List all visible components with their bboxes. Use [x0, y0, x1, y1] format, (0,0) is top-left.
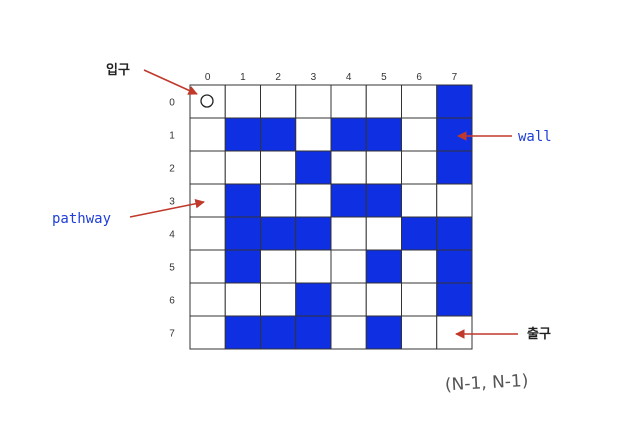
path-cell [295, 117, 332, 152]
wall-cell [260, 216, 297, 251]
path-cell [295, 249, 332, 284]
wall-cell [330, 183, 367, 218]
wall-cell [224, 216, 261, 251]
exit-coordinate-note: (N-1, N-1) [444, 371, 528, 395]
row-indices: 0 1 2 3 4 5 6 7 [169, 98, 175, 340]
path-cell [260, 150, 297, 185]
wall-cell [365, 117, 402, 152]
row-index-label: 7 [169, 329, 175, 340]
path-cell [330, 216, 367, 251]
column-index-label: 1 [240, 72, 246, 83]
exit-label: 출구 [527, 326, 551, 342]
path-cell [330, 315, 367, 350]
row-index-label: 4 [169, 230, 175, 241]
wall-cell [295, 150, 332, 185]
path-cell [401, 150, 438, 185]
path-cell [401, 117, 438, 152]
start-marker-icon [200, 94, 214, 108]
path-cell [330, 84, 367, 119]
wall-label: wall [518, 129, 552, 145]
path-cell [401, 84, 438, 119]
column-index-label: 2 [275, 72, 281, 83]
wall-cell [260, 315, 297, 350]
path-cell [365, 282, 402, 317]
column-index-label: 0 [205, 72, 211, 83]
wall-cell [436, 84, 473, 119]
pathway-arrow [129, 199, 205, 218]
path-cell [436, 183, 473, 218]
column-index-label: 4 [346, 72, 352, 83]
path-cell [401, 249, 438, 284]
path-cell [365, 216, 402, 251]
path-cell [224, 84, 261, 119]
path-cell [224, 150, 261, 185]
path-cell [189, 249, 226, 284]
wall-cell [224, 183, 261, 218]
column-index-label: 5 [381, 72, 387, 83]
row-index-label: 0 [169, 98, 175, 109]
wall-cell [224, 117, 261, 152]
path-cell [330, 282, 367, 317]
wall-cell [365, 315, 402, 350]
wall-cell [224, 315, 261, 350]
path-cell [401, 315, 438, 350]
path-cell [330, 150, 367, 185]
path-cell [330, 249, 367, 284]
path-cell [189, 282, 226, 317]
wall-cell [260, 117, 297, 152]
path-cell [401, 282, 438, 317]
path-cell [436, 315, 473, 350]
wall-cell [401, 216, 438, 251]
path-cell [189, 84, 226, 119]
path-cell [260, 282, 297, 317]
row-index-label: 1 [169, 131, 175, 142]
path-cell [189, 183, 226, 218]
wall-cell [436, 150, 473, 185]
column-index-label: 3 [311, 72, 317, 83]
maze-grid [189, 84, 473, 350]
path-cell [224, 282, 261, 317]
wall-cell [295, 315, 332, 350]
wall-cell [436, 216, 473, 251]
path-cell [365, 84, 402, 119]
path-cell [260, 183, 297, 218]
path-cell [260, 84, 297, 119]
wall-cell [224, 249, 261, 284]
entrance-arrow [143, 69, 198, 95]
column-index-label: 6 [416, 72, 422, 83]
wall-cell [365, 249, 402, 284]
path-cell [295, 84, 332, 119]
column-indices: 0 1 2 3 4 5 6 7 [205, 72, 458, 83]
row-index-label: 3 [169, 197, 175, 208]
wall-cell [436, 117, 473, 152]
pathway-label: pathway [52, 211, 111, 227]
wall-cell [365, 183, 402, 218]
path-cell [189, 150, 226, 185]
row-index-label: 2 [169, 164, 175, 175]
path-cell [189, 216, 226, 251]
path-cell [189, 117, 226, 152]
path-cell [401, 183, 438, 218]
wall-cell [295, 216, 332, 251]
wall-cell [436, 249, 473, 284]
wall-cell [295, 282, 332, 317]
path-cell [295, 183, 332, 218]
entrance-label: 입구 [106, 63, 130, 78]
path-cell [260, 249, 297, 284]
wall-cell [330, 117, 367, 152]
row-index-label: 5 [169, 263, 175, 274]
path-cell [365, 150, 402, 185]
path-cell [189, 315, 226, 350]
column-index-label: 7 [452, 72, 458, 83]
wall-cell [436, 282, 473, 317]
row-index-label: 6 [169, 296, 175, 307]
